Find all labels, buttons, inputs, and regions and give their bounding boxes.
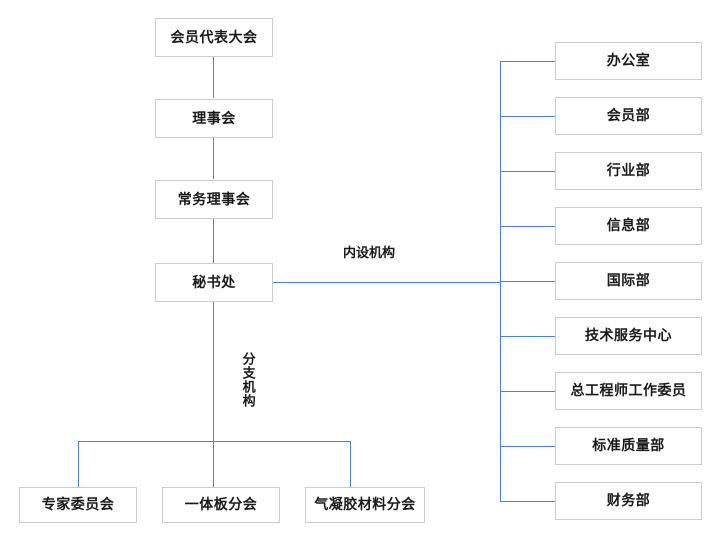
node-assembly[interactable]: 会员代表大会 [155, 18, 273, 57]
node-membership-label: 会员部 [606, 108, 651, 124]
node-information[interactable]: 信息部 [555, 207, 702, 245]
connector-to-integrated-board-branch [213, 441, 214, 487]
connector-secretariat-to-branch-trunk [213, 302, 214, 442]
node-membership[interactable]: 会员部 [555, 97, 702, 135]
branch-organizations-bar [78, 441, 351, 442]
node-council[interactable]: 理事会 [155, 99, 273, 138]
node-aerogel-material-branch-label: 气凝胶材料分会 [314, 497, 416, 513]
node-international-label: 国际部 [606, 273, 651, 289]
node-assembly-label: 会员代表大会 [170, 29, 258, 46]
connector-council-to-standing-council [213, 138, 214, 179]
connector-to-chief-engineer-committee [500, 391, 556, 392]
edge-label-branch-organizations: 分支机构 [239, 352, 255, 408]
connector-to-membership [500, 116, 556, 117]
connector-to-finance [500, 501, 556, 502]
node-aerogel-material-branch[interactable]: 气凝胶材料分会 [305, 487, 425, 523]
connector-to-industry [500, 171, 556, 172]
node-tech-service-center[interactable]: 技术服务中心 [555, 317, 702, 355]
connector-standing-council-to-secretariat [213, 219, 214, 263]
node-finance[interactable]: 财务部 [555, 482, 702, 520]
connector-secretariat-to-internal-trunk [273, 282, 501, 283]
connector-assembly-to-council [213, 57, 214, 98]
node-standard-quality-label: 标准质量部 [592, 438, 665, 454]
node-expert-committee[interactable]: 专家委员会 [19, 487, 137, 523]
connector-to-office [500, 61, 556, 62]
node-industry[interactable]: 行业部 [555, 152, 702, 190]
connector-to-standard-quality [500, 446, 556, 447]
node-chief-engineer-committee[interactable]: 总工程师工作委员 [555, 372, 702, 410]
node-information-label: 信息部 [606, 218, 651, 234]
connector-to-expert-committee [78, 441, 79, 487]
node-secretariat-label: 秘书处 [192, 274, 236, 291]
connector-to-international [500, 281, 556, 282]
connector-to-information [500, 226, 556, 227]
node-standard-quality[interactable]: 标准质量部 [555, 427, 702, 465]
node-international[interactable]: 国际部 [555, 262, 702, 300]
node-expert-committee-label: 专家委员会 [41, 497, 115, 513]
node-office[interactable]: 办公室 [555, 42, 702, 80]
connector-to-tech-service-center [500, 336, 556, 337]
node-industry-label: 行业部 [606, 163, 651, 179]
edge-label-internal-departments: 内设机构 [343, 246, 396, 261]
node-standing-council-label: 常务理事会 [177, 191, 251, 208]
node-secretariat[interactable]: 秘书处 [155, 263, 273, 302]
node-tech-service-center-label: 技术服务中心 [585, 328, 672, 344]
node-integrated-board-branch[interactable]: 一体板分会 [162, 487, 280, 523]
connector-to-aerogel-material-branch [350, 441, 351, 487]
node-council-label: 理事会 [192, 110, 236, 127]
node-finance-label: 财务部 [606, 493, 651, 509]
node-integrated-board-branch-label: 一体板分会 [184, 497, 258, 513]
node-standing-council[interactable]: 常务理事会 [155, 180, 273, 219]
node-chief-engineer-committee-label: 总工程师工作委员 [570, 383, 687, 399]
node-office-label: 办公室 [606, 53, 651, 69]
